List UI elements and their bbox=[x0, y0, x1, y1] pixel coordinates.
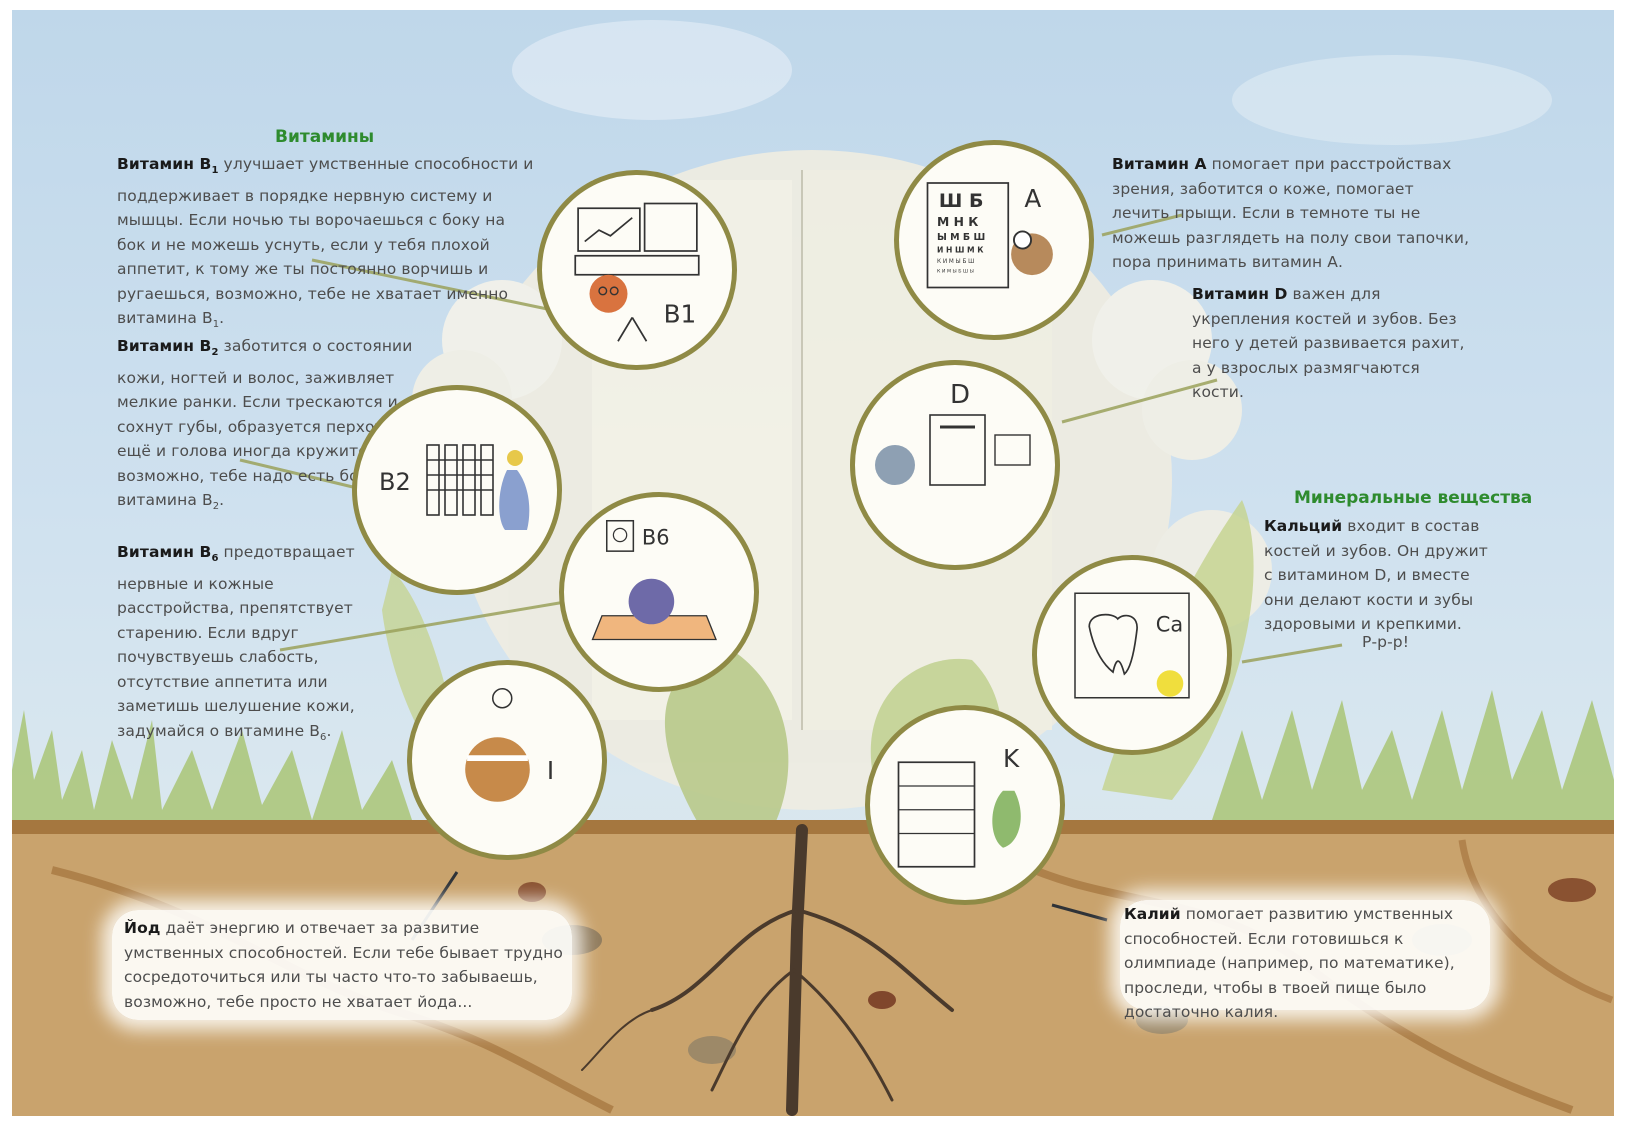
b1-character bbox=[589, 274, 628, 313]
eye-chart-row6: К И М Ы Б Ш Ы bbox=[937, 268, 974, 274]
vitamin-a-body: помогает при расстройствах зрения, забот… bbox=[1112, 155, 1470, 271]
vitamin-d-name: Витамин D bbox=[1192, 285, 1288, 303]
vitamin-b1-end: . bbox=[219, 309, 225, 328]
i-character bbox=[465, 737, 530, 802]
vitamin-b6-end-sub: 6 bbox=[320, 731, 327, 743]
iodine-box bbox=[112, 910, 572, 1020]
potassium-body: помогает развитию умственных способносте… bbox=[1124, 905, 1455, 1021]
vitamin-b2-sub: 2 bbox=[211, 347, 219, 359]
vitamin-b1-circle: B1 bbox=[537, 170, 737, 370]
page: Витамины Минеральные вещества Витамин B1… bbox=[12, 10, 1614, 1116]
potassium-box bbox=[1120, 900, 1490, 1010]
b2-illustration: B2 bbox=[379, 444, 530, 530]
vitamin-a-text: Витамин A помогает при расстройствах зре… bbox=[1112, 152, 1472, 275]
vitamin-d-circle: D bbox=[850, 360, 1060, 570]
connector-b6 bbox=[279, 598, 578, 652]
eye-chart-row2: М Н К bbox=[937, 215, 978, 229]
vitamin-b1-sub: 1 bbox=[211, 165, 219, 177]
connector-b1 bbox=[311, 258, 553, 312]
vitamin-b2-end: . bbox=[219, 491, 225, 510]
potassium-name: Калий bbox=[1124, 905, 1181, 923]
calcium-circle: Ca bbox=[1032, 555, 1232, 755]
pebble bbox=[688, 1036, 736, 1064]
soil-streak bbox=[1458, 839, 1614, 1004]
connector-potassium bbox=[1051, 903, 1108, 922]
vitamin-b6-sub: 6 bbox=[211, 553, 219, 565]
vitamin-b6-body: предотвращает нервные и кожные расстройс… bbox=[117, 543, 355, 740]
calcium-name: Кальций bbox=[1264, 517, 1343, 535]
header-minerals: Минеральные вещества bbox=[1294, 488, 1533, 508]
vitamin-b2-text: Витамин B2 заботится о состоянии кожи, н… bbox=[117, 334, 437, 520]
b6-character bbox=[628, 578, 675, 625]
connector-a bbox=[1101, 213, 1183, 237]
connector-b2 bbox=[239, 458, 358, 490]
ca-illustration: Ca bbox=[1074, 592, 1190, 699]
pebble bbox=[1136, 1006, 1188, 1034]
iodine-text: Йод даёт энергию и отвечает за развитие … bbox=[124, 916, 564, 1014]
connector-ca bbox=[1241, 643, 1343, 664]
vitamin-b2-circle: B2 bbox=[352, 385, 562, 595]
vitamin-d-text: Витамин D важен для укрепления костей и … bbox=[1192, 282, 1472, 405]
cloud bbox=[512, 20, 792, 120]
iodine-body: даёт энергию и отвечает за развитие умст… bbox=[124, 919, 563, 1011]
vitamin-d-body: важен для укрепления костей и зубов. Без… bbox=[1192, 285, 1465, 401]
pebble bbox=[1548, 878, 1596, 902]
d-character bbox=[875, 445, 915, 485]
vitamin-b1-body: улучшает умственные способности и поддер… bbox=[117, 155, 534, 328]
vitamin-a-name: Витамин A bbox=[1112, 155, 1207, 173]
vitamin-b1-name: Витамин B bbox=[117, 155, 212, 173]
b6-illustration: B6 bbox=[591, 519, 717, 641]
vitamin-b1-end-sub: 1 bbox=[212, 319, 220, 331]
vitamin-b2-end-sub: 2 bbox=[212, 501, 220, 513]
a-illustration: Ш Б М Н К Ы М Б Ш И Н Ш М К К И М Ы Б Ш … bbox=[926, 182, 1053, 289]
leaf bbox=[664, 650, 789, 830]
b2-character bbox=[499, 470, 530, 530]
b6-label: B6 bbox=[642, 526, 670, 550]
vitamin-a-circle: Ш Б М Н К Ы М Б Ш И Н Ш М К К И М Ы Б Ш … bbox=[894, 140, 1094, 340]
b2-label: B2 bbox=[379, 468, 411, 496]
calcium-growl: Р-р-р! bbox=[1362, 633, 1410, 651]
pebble bbox=[868, 991, 896, 1009]
i-illustration: I bbox=[465, 687, 554, 802]
cloud bbox=[1232, 55, 1552, 145]
b1-illustration: B1 bbox=[574, 202, 700, 342]
calcium-body: входит в состав костей и зубов. Он дружи… bbox=[1264, 517, 1488, 633]
i-label: I bbox=[547, 756, 554, 785]
ca-label: Ca bbox=[1156, 612, 1183, 636]
eye-chart-row4: И Н Ш М К bbox=[937, 245, 984, 254]
d-label: D bbox=[950, 380, 970, 410]
roots bbox=[581, 824, 954, 1116]
vitamin-b2-name: Витамин B bbox=[117, 337, 212, 355]
potassium-circle: K bbox=[865, 705, 1065, 905]
k-character bbox=[992, 790, 1021, 848]
grass bbox=[12, 690, 1614, 830]
iodine-circle: I bbox=[407, 660, 607, 860]
a-label: A bbox=[1024, 184, 1041, 213]
d-illustration: D bbox=[875, 380, 1031, 486]
iodine-name: Йод bbox=[124, 919, 161, 937]
eye-chart-row5: К И М Ы Б Ш bbox=[937, 259, 974, 265]
potassium-text: Калий помогает развитию умственных спосо… bbox=[1124, 902, 1486, 1025]
eye-chart-row1: Ш Б bbox=[939, 190, 984, 212]
k-illustration: K bbox=[897, 744, 1021, 868]
ca-character bbox=[1156, 670, 1184, 697]
vitamin-b6-end: . bbox=[326, 721, 332, 740]
vitamin-b2-body: заботится о состоянии кожи, ногтей и вол… bbox=[117, 337, 424, 510]
connector-d bbox=[1061, 378, 1218, 424]
vitamin-b6-name: Витамин B bbox=[117, 543, 212, 561]
calcium-text: Кальций входит в состав костей и зубов. … bbox=[1264, 514, 1489, 637]
eye-chart-row3: Ы М Б Ш bbox=[937, 232, 985, 243]
vitamin-b1-text: Витамин B1 улучшает умственные способнос… bbox=[117, 152, 537, 338]
header-vitamins: Витамины bbox=[275, 127, 375, 147]
b1-label: B1 bbox=[664, 299, 697, 328]
vitamin-b6-text: Витамин B6 предотвращает нервные и кожны… bbox=[117, 540, 375, 750]
vitamin-b6-circle: B6 bbox=[559, 492, 759, 692]
k-label: K bbox=[1003, 744, 1020, 773]
pebble bbox=[518, 882, 546, 902]
